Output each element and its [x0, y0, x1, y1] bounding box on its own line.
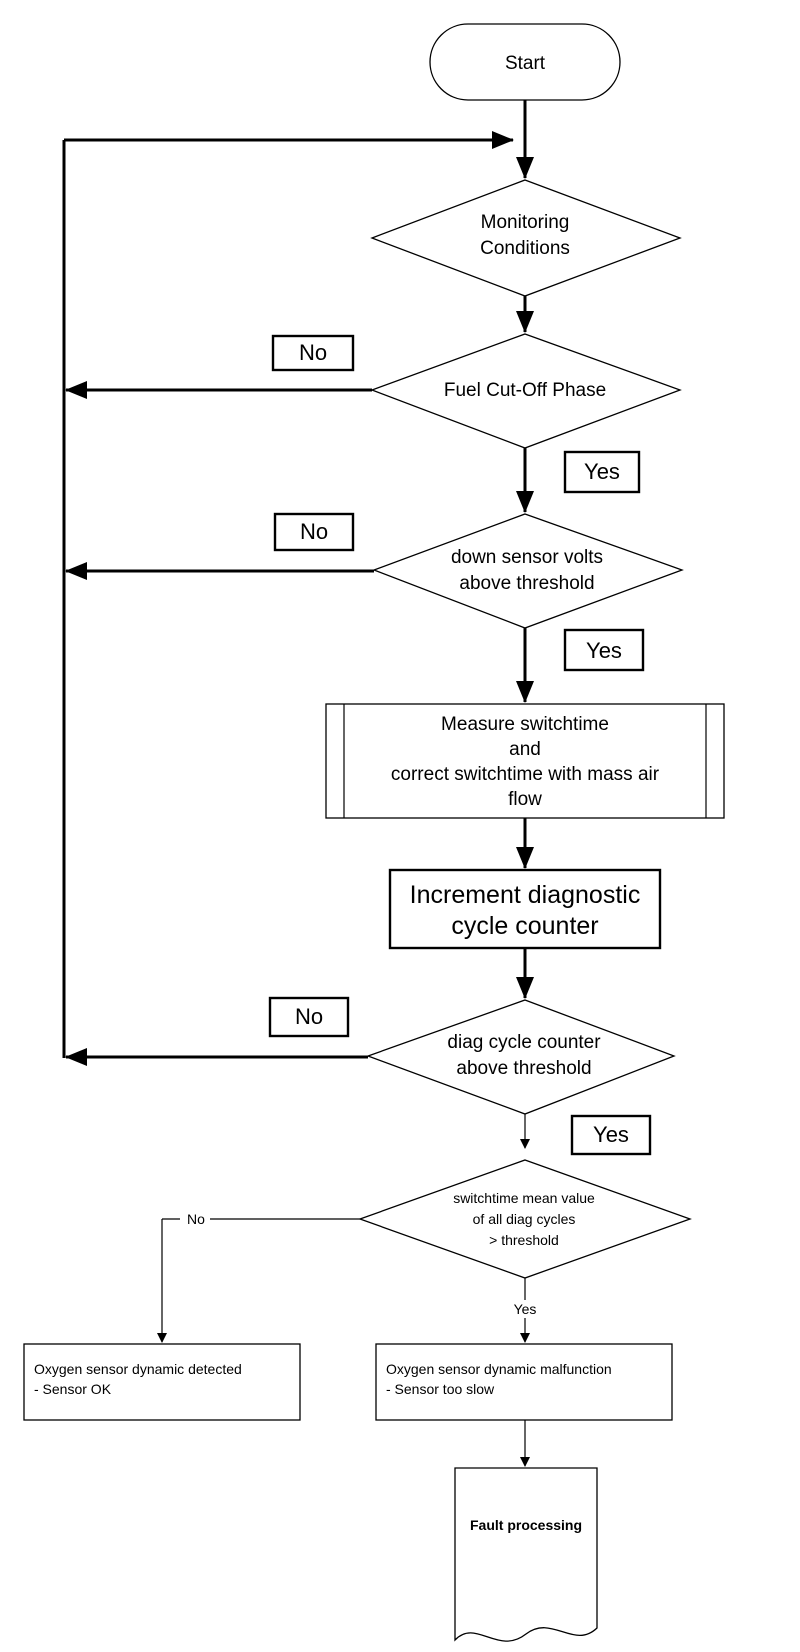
monitoring-label-1: Monitoring: [481, 212, 570, 233]
measure-label-4: flow: [508, 789, 542, 810]
increment-counter-node: Increment diagnostic cycle counter: [388, 868, 662, 950]
yes-label-2: Yes: [586, 638, 622, 663]
down-sensor-node: down sensor volts above threshold: [372, 513, 684, 629]
sensor-malfunction-label-1: Oxygen sensor dynamic malfunction: [386, 1361, 612, 1377]
yes-label-box: Yes: [563, 450, 641, 494]
diag-counter-node: diag cycle counter above threshold: [366, 999, 676, 1115]
diag-counter-label-1: diag cycle counter: [447, 1032, 601, 1053]
fuel-cutoff-node: Fuel Cut-Off Phase: [370, 333, 682, 449]
yes-label-1: Yes: [584, 459, 620, 484]
switchtime-label-2: of all diag cycles: [473, 1211, 576, 1227]
increment-label-1: Increment diagnostic: [410, 881, 641, 909]
sensor-malfunction-label-2: - Sensor too slow: [386, 1381, 495, 1397]
sensor-ok-label-1: Oxygen sensor dynamic detected: [34, 1361, 242, 1377]
yes-label-box: Yes: [563, 628, 645, 672]
no-label-3: No: [295, 1004, 323, 1029]
measure-label-1: Measure switchtime: [441, 714, 609, 735]
yes-label-3: Yes: [593, 1122, 629, 1147]
sensor-ok-node: Oxygen sensor dynamic detected - Sensor …: [23, 1343, 301, 1421]
fuel-cutoff-label: Fuel Cut-Off Phase: [444, 380, 606, 401]
sensor-malfunction-node: Oxygen sensor dynamic malfunction - Sens…: [375, 1343, 673, 1421]
no-label-box: No: [268, 996, 350, 1038]
measure-label-3: correct switchtime with mass air: [391, 764, 660, 785]
sensor-ok-label-2: - Sensor OK: [34, 1381, 112, 1397]
measure-switchtime-node: Measure switchtime and correct switchtim…: [325, 703, 725, 819]
monitoring-conditions-node: Monitoring Conditions: [370, 179, 682, 297]
no-label-box: No: [273, 512, 355, 552]
down-sensor-label-1: down sensor volts: [451, 547, 603, 568]
fault-processing-label: Fault processing: [470, 1517, 582, 1533]
measure-label-2: and: [509, 739, 541, 760]
start-label: Start: [505, 53, 546, 74]
no-label-box: No: [271, 334, 355, 372]
switchtime-label-3: > threshold: [489, 1232, 559, 1248]
start-node: Start: [429, 23, 621, 101]
monitoring-label-2: Conditions: [480, 238, 570, 259]
connector-switchtime-no: [157, 1218, 360, 1343]
diag-counter-label-2: above threshold: [456, 1058, 591, 1079]
no-label-1: No: [299, 340, 327, 365]
increment-label-2: cycle counter: [451, 912, 598, 940]
no-label-4: No: [187, 1211, 205, 1227]
yes-label-4: Yes: [514, 1301, 537, 1317]
loop-back-line: [62, 131, 514, 1058]
switchtime-mean-node: switchtime mean value of all diag cycles…: [358, 1159, 692, 1279]
fault-processing-node: Fault processing: [454, 1467, 598, 1642]
yes-label-box: Yes: [570, 1114, 652, 1156]
down-sensor-label-2: above threshold: [459, 573, 594, 594]
no-label-2: No: [300, 519, 328, 544]
switchtime-label-1: switchtime mean value: [453, 1190, 595, 1206]
